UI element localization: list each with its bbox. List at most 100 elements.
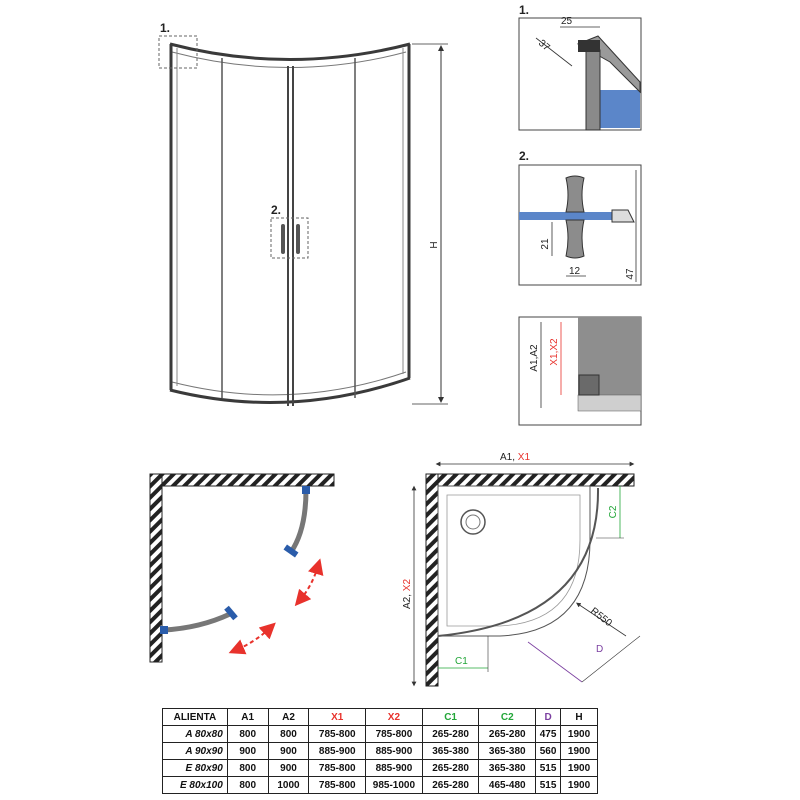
hinge-top xyxy=(302,486,310,494)
cell-c2: 265-280 xyxy=(478,725,537,743)
cell-x2: 785-800 xyxy=(365,725,423,743)
plan-drain-inner xyxy=(465,514,481,530)
front-callout-2: 2. xyxy=(271,203,281,217)
cell-model: E 80x90 xyxy=(162,759,228,777)
spec-table: ALIENTA A1 A2 X1 X2 C1 C2 D H A 80x80 80… xyxy=(162,708,598,794)
dim-d-label: D xyxy=(596,644,603,655)
cell-c1: 265-280 xyxy=(421,725,480,743)
cell-c2: 365-380 xyxy=(478,759,537,777)
detail-2-marker-box xyxy=(270,217,309,259)
cell-c1: 365-380 xyxy=(421,742,480,760)
detail-1-dim-b-line xyxy=(535,37,573,67)
detail-1-cap xyxy=(578,40,600,52)
top-frame-arc-inner xyxy=(171,51,407,68)
cell-x1: 885-900 xyxy=(308,742,367,760)
detail-3-profile xyxy=(578,374,600,396)
cell-model: E 80x100 xyxy=(162,776,228,794)
detail-2-handle-lower xyxy=(565,219,585,259)
detail-1-profile-vertical xyxy=(585,49,601,131)
header-c1: C1 xyxy=(421,708,480,726)
detail-3-label-x: X1,X2 xyxy=(549,338,560,366)
cell-a1: 800 xyxy=(226,759,269,777)
dim-d-line xyxy=(527,641,583,683)
plan-inner-basin xyxy=(446,494,581,627)
top-wall-hatch xyxy=(149,473,335,487)
dim-c1-label: C1 xyxy=(455,656,468,667)
cell-h: 1900 xyxy=(560,742,598,760)
cell-d: 515 xyxy=(535,759,562,777)
table-row: A 90x90 900 900 885-900 885-900 365-380 … xyxy=(162,742,598,760)
door-panel-lower xyxy=(163,611,232,633)
cell-h: 1900 xyxy=(560,725,598,743)
spec-header-row: ALIENTA A1 A2 X1 X2 C1 C2 D H xyxy=(162,708,598,726)
plan-left-wall xyxy=(425,473,439,687)
table-row: A 80x80 800 800 785-800 785-800 265-280 … xyxy=(162,725,598,743)
top-frame-arc xyxy=(169,42,411,61)
detail-1-dim-a: 25 xyxy=(561,16,573,27)
bottom-frame-arc xyxy=(169,376,411,404)
cell-c2: 465-480 xyxy=(478,776,537,794)
table-row: E 80x100 800 1000 785-800 985-1000 265-2… xyxy=(162,776,598,794)
detail-1-callout: 1. xyxy=(519,3,529,17)
dim-a1-text: A1, xyxy=(500,452,518,463)
dim-a2-text: A2, xyxy=(402,591,413,609)
header-d: D xyxy=(535,708,562,726)
plan-top-wall xyxy=(425,473,635,487)
cell-h: 1900 xyxy=(560,776,598,794)
detail-3: A1,A2 X1,X2 xyxy=(518,316,642,426)
detail-2-dim-b: 12 xyxy=(569,266,581,277)
plan-drain-outer xyxy=(460,509,486,535)
cell-x2: 885-900 xyxy=(365,759,423,777)
front-callout-1: 1. xyxy=(160,21,170,35)
front-view: 1. 2. H xyxy=(158,21,448,406)
cell-c2: 365-380 xyxy=(478,742,537,760)
dim-a1-label: A1, X1 xyxy=(500,452,530,463)
cell-x2: 885-900 xyxy=(365,742,423,760)
cell-d: 515 xyxy=(535,776,562,794)
door-panel-upper xyxy=(288,489,309,554)
detail-2-dim-a: 21 xyxy=(540,238,551,250)
height-label: H xyxy=(429,241,440,248)
cell-d: 475 xyxy=(535,725,562,743)
header-h: H xyxy=(560,708,598,726)
table-row: E 80x90 800 900 785-800 885-900 265-280 … xyxy=(162,759,598,777)
opening-arrow-upper xyxy=(294,558,324,607)
dim-d-ext xyxy=(581,635,641,683)
cell-a2: 1000 xyxy=(267,776,310,794)
cell-d: 560 xyxy=(535,742,562,760)
cell-a2: 800 xyxy=(267,725,310,743)
cell-x1: 785-800 xyxy=(308,725,367,743)
plan-door-arc xyxy=(437,487,600,637)
cell-a2: 900 xyxy=(267,742,310,760)
dim-a2-label: A2, X2 xyxy=(402,579,413,609)
detail-1-glass xyxy=(600,90,640,128)
cell-c1: 265-280 xyxy=(421,759,480,777)
detail-1-marker-box xyxy=(158,35,198,69)
left-wall-hatch xyxy=(149,473,163,663)
cell-a1: 800 xyxy=(226,725,269,743)
detail-2-dim-c: 47 xyxy=(625,268,636,280)
cell-c1: 265-280 xyxy=(421,776,480,794)
cell-x1: 785-800 xyxy=(308,776,367,794)
dim-x1-text: X1 xyxy=(518,452,531,463)
handle-right xyxy=(296,224,300,254)
detail-2-glass xyxy=(519,212,629,220)
detail-2-handle-upper xyxy=(565,175,585,213)
handle-marker-upper xyxy=(283,544,299,558)
cell-model: A 80x80 xyxy=(162,725,228,743)
plan-tray-outline xyxy=(437,485,591,637)
cell-model: A 90x90 xyxy=(162,742,228,760)
header-a1: A1 xyxy=(226,708,269,726)
header-a2: A2 xyxy=(267,708,310,726)
dim-c2-label: C2 xyxy=(608,505,619,518)
opening-arrow-lower xyxy=(228,622,276,655)
hinge-left xyxy=(160,626,168,634)
header-model: ALIENTA xyxy=(162,708,228,726)
handle-left xyxy=(281,224,285,254)
detail-2: 2. 21 12 47 xyxy=(518,149,642,286)
header-x1: X1 xyxy=(308,708,367,726)
detail-2-callout: 2. xyxy=(519,149,529,163)
detail-2-clip xyxy=(611,209,635,223)
